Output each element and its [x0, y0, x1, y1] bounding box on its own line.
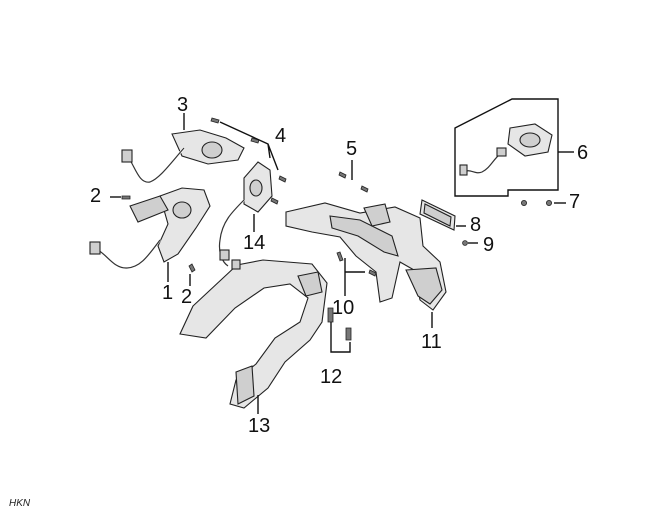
callout-13: 13 [248, 415, 271, 437]
leader-4 [219, 121, 279, 171]
callout-4: 4 [275, 125, 287, 147]
callout-8: 8 [470, 214, 482, 236]
part-7-nuts [521, 199, 553, 206]
callout-10: 10 [332, 297, 355, 319]
part-6-license-lamp [459, 123, 553, 176]
callout-11: 11 [421, 331, 442, 353]
callout-2b: 2 [181, 286, 193, 308]
part-1-left-lamp-lower [89, 187, 211, 270]
part-9-nut [462, 240, 468, 246]
callout-3: 3 [177, 94, 189, 116]
leader-12 [330, 322, 351, 353]
leader-10 [344, 258, 365, 296]
part-11-rear-fender [285, 202, 447, 311]
diagram-code: HKN [9, 498, 31, 509]
part-13-inner-cover [179, 259, 328, 409]
part-5-screws [338, 171, 369, 193]
callout-12: 12 [320, 366, 343, 388]
callout-5: 5 [346, 138, 358, 160]
callout-2a: 2 [90, 185, 102, 207]
part-12-bolts [327, 307, 352, 341]
part-2-screw-a [121, 195, 131, 200]
part-2-screw-b [188, 263, 196, 273]
callout-7: 7 [569, 191, 581, 213]
callout-9: 9 [483, 234, 495, 256]
callout-14: 14 [243, 232, 266, 254]
callout-6: 6 [577, 142, 589, 164]
part-3-left-lamp-upper [121, 129, 245, 184]
part-10-screws [336, 251, 377, 277]
part-14-lamp-middle [218, 161, 273, 270]
callout-1: 1 [162, 282, 174, 304]
part-6-group-frame [454, 98, 559, 197]
part-8-reflector [419, 199, 456, 231]
